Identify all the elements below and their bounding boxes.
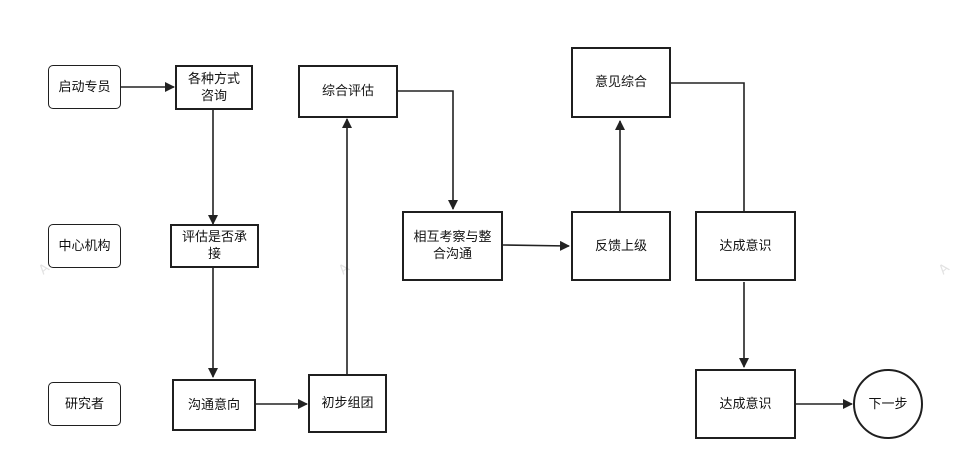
node-next-step-label: 下一步	[868, 396, 908, 412]
role-center-label: 中心机构	[58, 238, 111, 254]
edge-eval-to-inspect	[398, 90, 458, 210]
node-reach-consensus-2: 达成意识	[695, 369, 796, 439]
node-feedback-up: 反馈上级	[571, 211, 671, 281]
role-center: 中心机构	[48, 224, 121, 268]
role-researcher: 研究者	[48, 382, 121, 426]
node-feedback-up-label: 反馈上级	[594, 238, 647, 254]
node-consult-label: 各种方式 咨询	[187, 71, 240, 104]
node-opinion-merge: 意见综合	[571, 47, 671, 118]
node-initial-team: 初步组团	[308, 374, 387, 433]
node-comprehensive-eval-label: 综合评估	[321, 84, 374, 99]
edge-opinion-to-consensus	[670, 82, 745, 211]
node-assess-accept: 评估是否承 接	[170, 224, 259, 268]
node-assess-accept-label: 评估是否承 接	[181, 230, 247, 262]
role-researcher-label: 研究者	[64, 396, 104, 412]
node-initial-team-label: 初步组团	[321, 396, 374, 411]
node-next-step: 下一步	[853, 369, 923, 439]
node-reach-consensus-1-label: 达成意识	[719, 238, 772, 254]
node-intent-comm: 沟通意向	[172, 379, 256, 431]
node-mutual-inspect-label: 相互考察与整 合沟通	[413, 230, 492, 262]
role-starter-label: 启动专员	[58, 79, 111, 95]
node-mutual-inspect: 相互考察与整 合沟通	[402, 211, 503, 281]
node-intent-comm-label: 沟通意向	[187, 397, 240, 413]
node-opinion-merge-label: 意见综合	[594, 75, 647, 90]
node-reach-consensus-2-label: 达成意识	[719, 396, 772, 412]
node-consult: 各种方式 咨询	[175, 65, 253, 110]
node-comprehensive-eval: 综合评估	[298, 65, 398, 118]
node-reach-consensus-1: 达成意识	[695, 211, 796, 281]
edge-inspect-to-feedback	[502, 240, 570, 251]
role-starter: 启动专员	[48, 65, 121, 109]
